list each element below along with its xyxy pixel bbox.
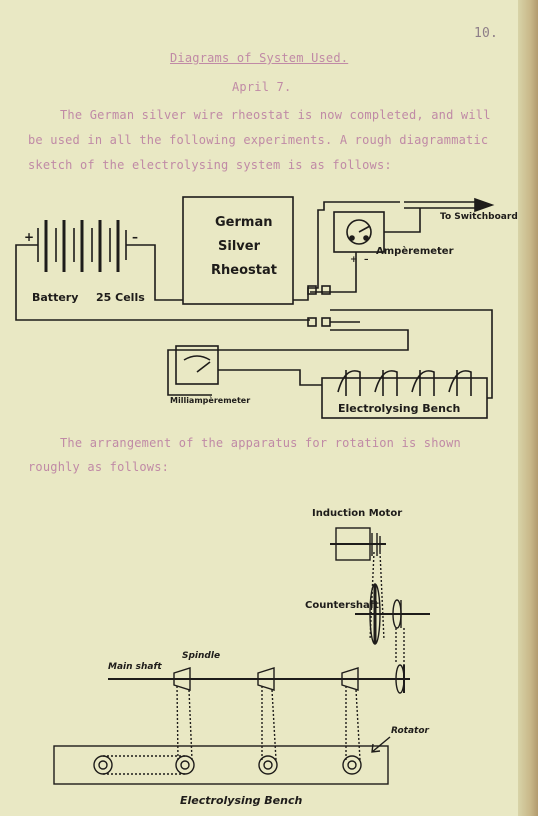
switch-terminals: [307, 285, 370, 327]
milliammeter-label: Milliampèremeter: [170, 396, 251, 405]
rotator-wheel: [175, 755, 195, 775]
rheostat-out-wire: [293, 201, 400, 301]
induction-motor-label: Induction Motor: [312, 508, 403, 519]
ammeter-dial-icon: [346, 219, 372, 245]
rotator-label: Rotator: [391, 726, 429, 736]
page-edge: [518, 0, 538, 816]
ammeter-plus-sign: +: [350, 255, 358, 265]
battery-left-wire: [15, 244, 310, 321]
milliammeter-scale-icon: [183, 355, 211, 361]
paragraph1-line: sketch of the electrolysing system is as…: [28, 158, 392, 172]
paragraph2-line: The arrangement of the apparatus for rot…: [60, 436, 461, 450]
rotator-wheel: [342, 755, 362, 775]
paragraph1-line: be used in all the following experiments…: [28, 133, 489, 147]
switchboard-label: To Switchboard: [440, 212, 518, 222]
countershaft-label: Countershaft: [305, 600, 379, 611]
ammeter-needle: [358, 225, 371, 233]
rotator-wheel: [258, 755, 278, 775]
ammeter-minus-sign: –: [364, 255, 369, 265]
spindle-pulley-2: [257, 667, 275, 691]
battery-minus-sign: –: [132, 230, 138, 244]
cells-label: 25 Cells: [96, 291, 145, 304]
paragraph1-line: The German silver wire rheostat is now c…: [60, 108, 491, 122]
ammeter-neg-wire: [310, 252, 357, 293]
rheostat-label-line: Rheostat: [211, 263, 277, 278]
page-title: Diagrams of System Used.: [170, 51, 349, 65]
battery-plus-sign: +: [24, 230, 35, 244]
milliammeter-bench-wire: [218, 369, 322, 386]
bench-cells: [337, 370, 472, 396]
milliammeter-box: [175, 345, 219, 385]
switchboard-arrow: [474, 197, 495, 213]
rotator-wheel: [93, 755, 113, 775]
rotator-arrow: [371, 736, 391, 753]
electrolysing-bench-label: Electrolysing Bench: [338, 402, 461, 415]
rotation-bench-box: [53, 745, 389, 785]
rheostat-label-line: Silver: [218, 239, 260, 254]
main-shaft-label: Main shaft: [108, 662, 162, 672]
page-number: 10.: [474, 26, 499, 41]
battery-cells: [37, 220, 127, 272]
rotation-bench-label: Electrolysing Bench: [180, 794, 303, 807]
battery-label: Battery: [32, 291, 79, 304]
spindle-pulley-1: [173, 667, 191, 691]
rheostat-label-line: German: [215, 215, 273, 230]
spindle-label: Spindle: [182, 651, 221, 661]
battery-right-wire: [126, 244, 183, 301]
bench-right-wire: [370, 309, 493, 399]
milliammeter-wire: [167, 329, 409, 396]
ammeter-label: Ampèremeter: [376, 246, 454, 257]
ammeter-right-wire: [384, 208, 421, 233]
spindle-pulley-3: [341, 667, 359, 691]
electrolysing-bench-box: [321, 377, 488, 419]
entry-date: April 7.: [232, 80, 292, 94]
rheostat-box: [182, 196, 294, 305]
paragraph2-line: roughly as follows:: [28, 460, 170, 474]
